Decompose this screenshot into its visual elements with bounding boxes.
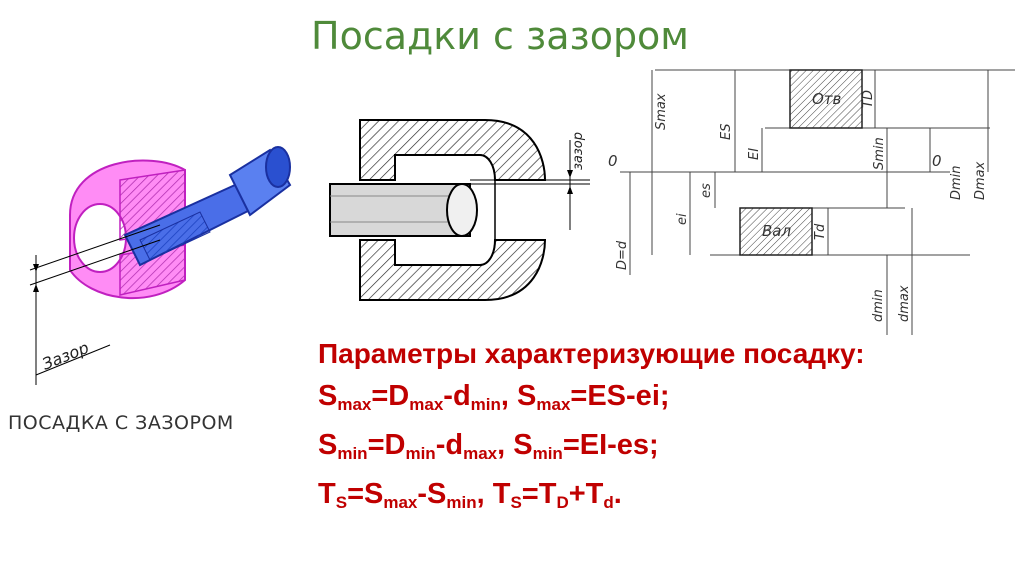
formula-text: S	[318, 429, 338, 461]
formula-subscript: d	[603, 493, 614, 512]
td-hole-label: TD	[861, 90, 876, 108]
section-gap-dimension	[470, 140, 590, 230]
zero-line-left-label: 0	[608, 152, 618, 170]
iso-gap-label: Зазор	[39, 338, 91, 374]
formula-subscript: max	[536, 395, 571, 414]
formula-subscript: max	[337, 395, 372, 414]
es-upper-label: ES	[719, 124, 734, 140]
formula-subscript: min	[337, 444, 368, 463]
formula-line: Smax=Dmax-dmin, Smax=ES-ei;	[318, 380, 1008, 414]
formula-text: =EI-es;	[562, 429, 659, 461]
sleeve-part	[69, 159, 186, 300]
formula-subscript: min	[405, 444, 436, 463]
hole-tolerance-field	[789, 69, 863, 129]
dmin-hole-label: Dmin	[949, 165, 964, 200]
formula-text: =ES-ei;	[570, 380, 670, 412]
formula-text: T	[318, 478, 336, 510]
formula-subscript: S	[335, 493, 348, 512]
tolerance-field-scheme: Отв Вал 0 0 Smax ES EI es ei TD Smin Td …	[608, 69, 1015, 335]
td-shaft-label: Td	[813, 223, 828, 240]
formula-text: =D	[371, 380, 410, 412]
zero-line-right-label: 0	[932, 152, 942, 170]
formula-subscript: max	[383, 493, 418, 512]
formula-subscript: min	[532, 444, 563, 463]
d-eq-d-label: D=d	[615, 240, 630, 270]
ei-upper-label: EI	[747, 148, 762, 160]
formula-text: , T	[476, 478, 511, 510]
formula-text: -S	[417, 478, 447, 510]
formula-line: Smin=Dmin-dmax, Smin=EI-es;	[318, 429, 1008, 463]
formula-text: =D	[367, 429, 406, 461]
formula-subscript: max	[409, 395, 444, 414]
gap-dimension	[29, 224, 161, 385]
shaft-label: Вал	[762, 222, 791, 240]
iso-caption: ПОСАДКА С ЗАЗОРОМ	[8, 412, 234, 434]
smax-label: Smax	[654, 93, 669, 130]
isometric-fit-illustration: Зазор	[29, 146, 292, 385]
formula-line: TS=Smax-Smin, TS=TD+Td.	[318, 478, 1008, 512]
hole-label: Отв	[812, 90, 842, 108]
formula-subscript: S	[510, 493, 522, 512]
formula-text: -d	[443, 380, 471, 412]
shaft-tolerance-field	[739, 207, 813, 256]
formula-subscript: min	[470, 395, 501, 414]
dmax-hole-label: Dmax	[973, 161, 988, 200]
formula-text: +T	[568, 478, 604, 510]
formula-subscript: min	[446, 493, 477, 512]
es-lower-label: es	[699, 183, 714, 198]
formula-text: =T	[521, 478, 557, 510]
formula-text: .	[613, 478, 622, 510]
section-view-illustration: зазор	[329, 119, 590, 301]
dmax-shaft-label: dmax	[897, 285, 912, 322]
formula-text: , S	[500, 380, 537, 412]
shaft-section	[329, 183, 478, 237]
fit-parameters: Параметры характеризующие посадку: Smax=…	[318, 338, 1008, 529]
ei-lower-label: ei	[675, 213, 690, 225]
shaft-part	[123, 146, 292, 267]
parameters-heading: Параметры характеризующие посадку:	[318, 338, 865, 369]
dmin-shaft-label: dmin	[871, 289, 886, 322]
section-gap-label: зазор	[571, 132, 586, 170]
smin-label: Smin	[872, 137, 887, 170]
formula-subscript: D	[556, 493, 569, 512]
housing-section	[359, 119, 547, 301]
formula-text: -d	[435, 429, 464, 461]
formula-text: =S	[347, 478, 384, 510]
formula-subscript: max	[463, 444, 498, 463]
slide-title: Посадки с зазором	[311, 14, 689, 58]
formula-text: , S	[497, 429, 533, 461]
formula-text: S	[318, 380, 338, 412]
